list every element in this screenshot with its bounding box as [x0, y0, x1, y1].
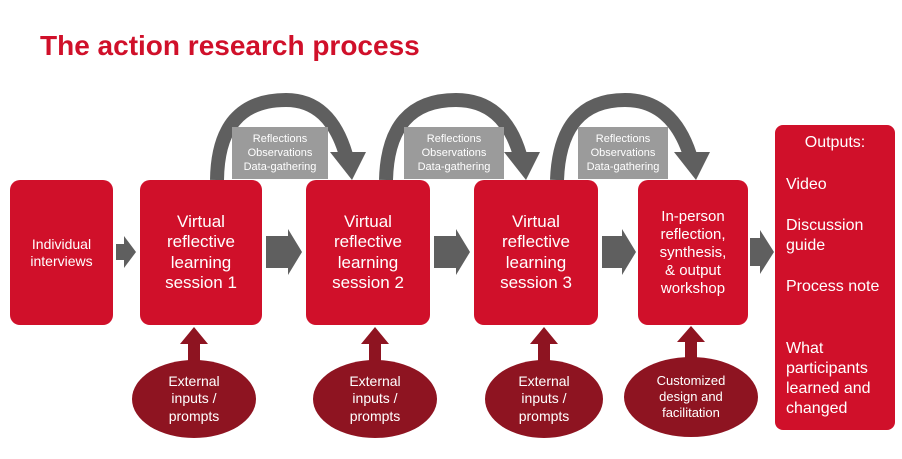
- curved-arrow-2: [379, 92, 527, 181]
- outputs-heading: Outputs:: [804, 134, 866, 151]
- right-arrow-5: [750, 230, 774, 274]
- external-inputs-ellipse-2: External inputs / prompts: [313, 360, 437, 438]
- external-inputs-ellipse-3: External inputs / prompts: [485, 360, 603, 438]
- output-item-discussion-guide: Discussion guide: [786, 217, 864, 254]
- right-arrow-2: [266, 229, 302, 275]
- right-arrow-4: [602, 229, 636, 275]
- session-2-box: Virtual reflective learning session 2: [306, 180, 430, 325]
- customized-design-ellipse: Customized design and facilitation: [624, 357, 758, 437]
- output-item-video: Video: [786, 176, 827, 193]
- up-arrow-3: [530, 327, 558, 362]
- curved-arrow-3: [550, 92, 697, 181]
- reflections-box-3: Reflections Observations Data-gathering: [578, 127, 668, 179]
- right-arrow-1: [116, 236, 136, 268]
- curved-arrow-1: [210, 92, 353, 181]
- outputs-box: Outputs: Video Discussion guide Process …: [775, 125, 895, 430]
- curved-arrowhead-1: [330, 152, 366, 180]
- up-arrow-4: [677, 326, 705, 359]
- individual-interviews-box: Individual interviews: [10, 180, 113, 325]
- session-3-box: Virtual reflective learning session 3: [474, 180, 598, 325]
- output-item-participants-learned: What participants learned and changed: [786, 340, 871, 417]
- page-title: The action research process: [40, 30, 420, 61]
- up-arrow-1: [180, 327, 208, 362]
- curved-arrowhead-3: [674, 152, 710, 180]
- output-item-process-note: Process note: [786, 278, 880, 295]
- up-arrow-2: [361, 327, 389, 362]
- workshop-box: In-person reflection, synthesis, & outpu…: [638, 180, 748, 325]
- session-1-box: Virtual reflective learning session 1: [140, 180, 262, 325]
- right-arrow-3: [434, 229, 470, 275]
- external-inputs-ellipse-1: External inputs / prompts: [132, 360, 256, 438]
- reflections-box-2: Reflections Observations Data-gathering: [404, 127, 504, 179]
- curved-arrowhead-2: [504, 152, 540, 180]
- reflections-box-1: Reflections Observations Data-gathering: [232, 127, 328, 179]
